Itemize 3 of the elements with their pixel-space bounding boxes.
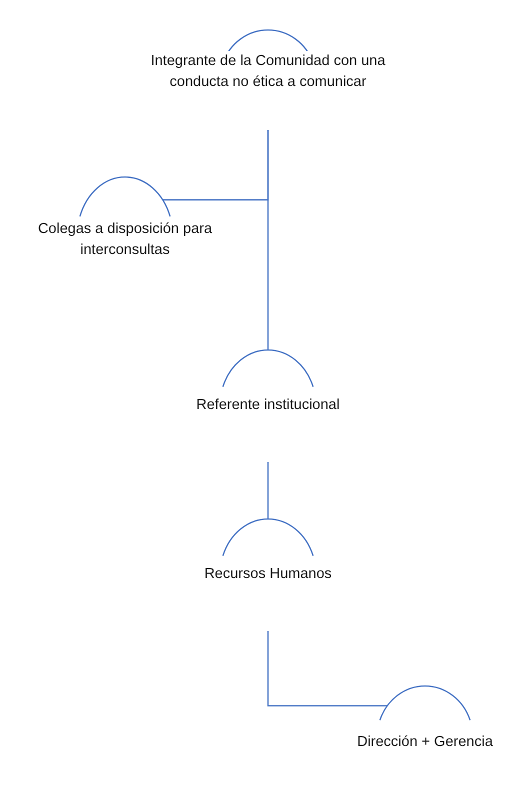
connector-line (267, 130, 269, 350)
connector-line (267, 631, 388, 706)
connector-line (267, 462, 269, 519)
